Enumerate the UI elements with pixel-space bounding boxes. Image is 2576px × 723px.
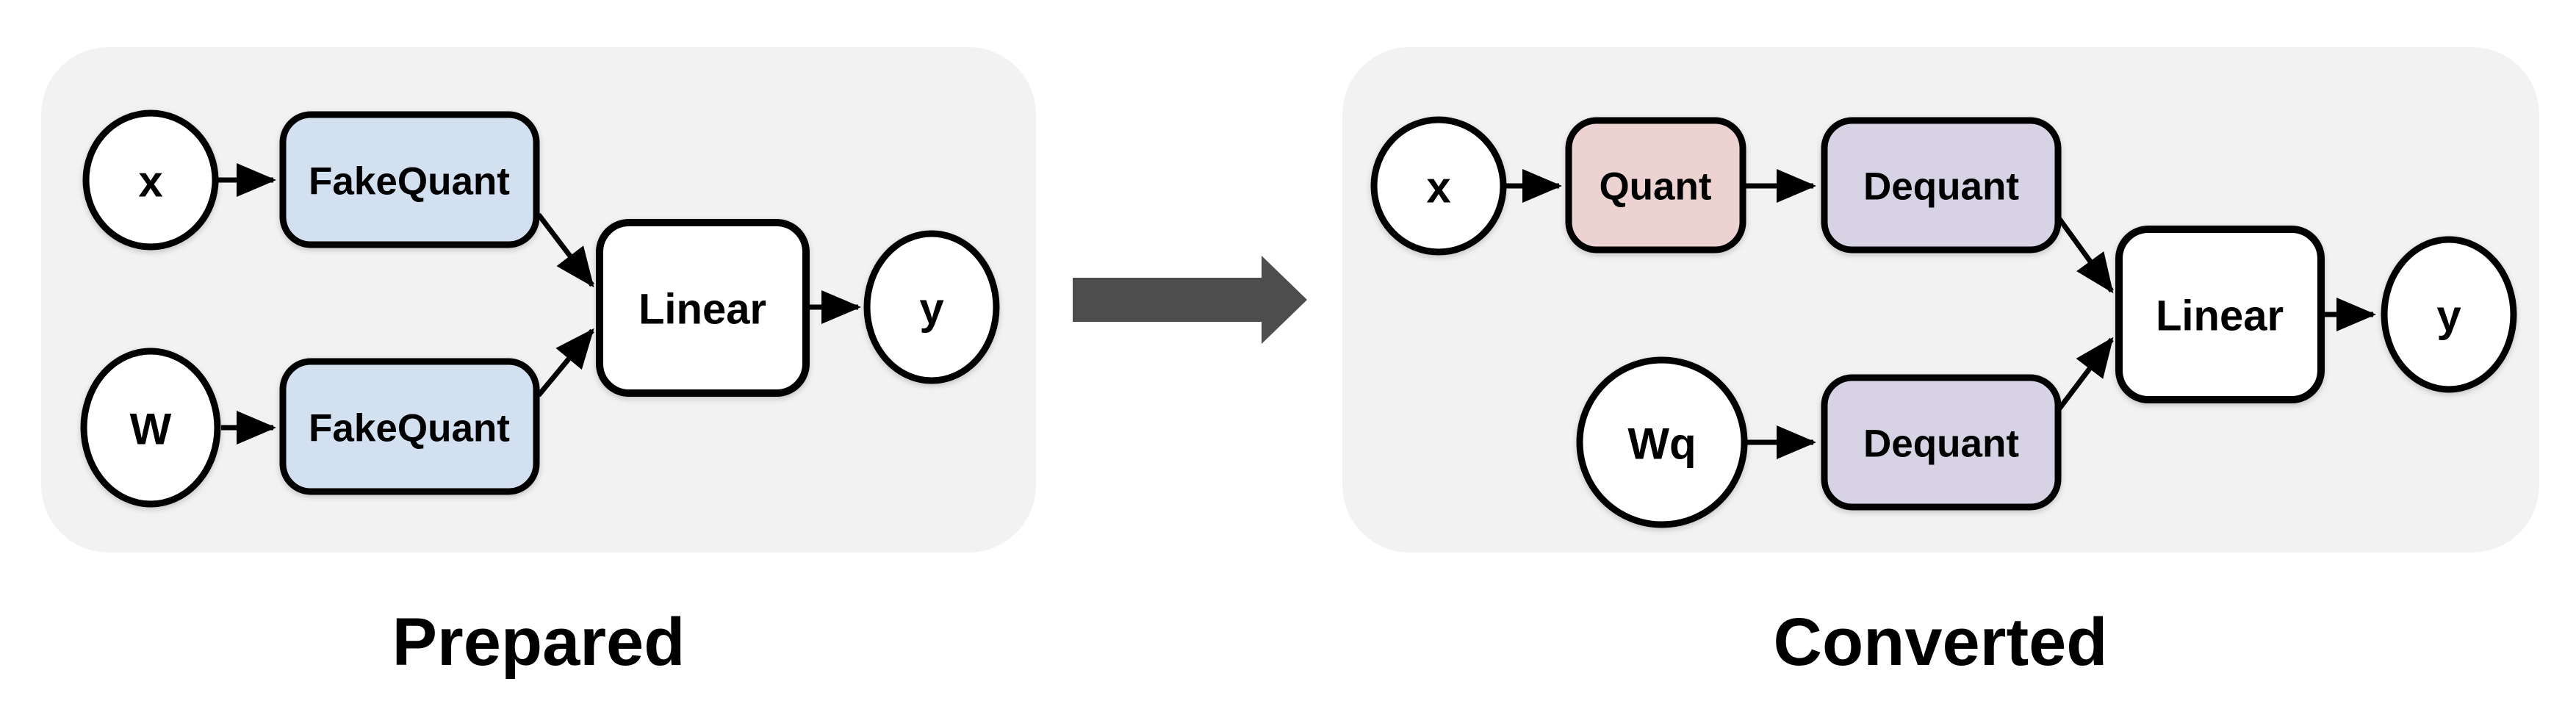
node-x-ellipse xyxy=(82,109,219,251)
node-y-label-prepared: y xyxy=(919,284,944,334)
linear-box-prepared xyxy=(596,219,810,397)
node-y-label-converted: y xyxy=(2436,292,2461,341)
node-wq-label: Wq xyxy=(1627,420,1696,469)
node-x-ellipse-converted xyxy=(1370,116,1507,256)
quant-box xyxy=(1565,117,1746,253)
node-x-label-converted: x xyxy=(1426,163,1450,212)
quant-label: Quant xyxy=(1599,165,1711,209)
dequant-bottom-box xyxy=(1821,374,2062,511)
converted-panel: x Quant Dequant Wq Dequant Linear y xyxy=(1342,47,2539,553)
caption-prepared: Prepared xyxy=(392,605,686,680)
linear-label-prepared: Linear xyxy=(638,286,766,334)
dequant-top-box xyxy=(1821,117,2062,253)
edge-dequant-bottom-to-linear xyxy=(2057,337,2114,411)
dequant-top-label: Dequant xyxy=(1863,165,2019,209)
node-w-label: W xyxy=(130,405,172,454)
fakequant-top-label: FakeQuant xyxy=(309,160,510,204)
dequant-bottom-label: Dequant xyxy=(1863,422,2019,466)
edge-dequant-top-to-linear xyxy=(2057,217,2114,294)
fakequant-top-box xyxy=(279,111,540,248)
fakequant-bottom-box xyxy=(279,358,540,495)
node-x-label: x xyxy=(138,157,162,206)
node-y-ellipse-prepared xyxy=(863,230,1000,384)
caption-converted: Converted xyxy=(1774,605,2108,680)
prepared-panel: x FakeQuant W FakeQuant Linear y xyxy=(41,47,1036,553)
edge-fakequant-top-to-linear xyxy=(536,212,594,288)
transform-arrow-icon xyxy=(1073,256,1307,344)
linear-label-converted: Linear xyxy=(2156,292,2284,340)
node-wq-ellipse xyxy=(1576,356,1748,528)
linear-box-converted xyxy=(2115,226,2325,403)
node-w-ellipse xyxy=(80,348,221,508)
fakequant-bottom-label: FakeQuant xyxy=(309,407,510,450)
edge-fakequant-bottom-to-linear xyxy=(536,328,594,398)
node-y-ellipse-converted xyxy=(2381,236,2517,393)
